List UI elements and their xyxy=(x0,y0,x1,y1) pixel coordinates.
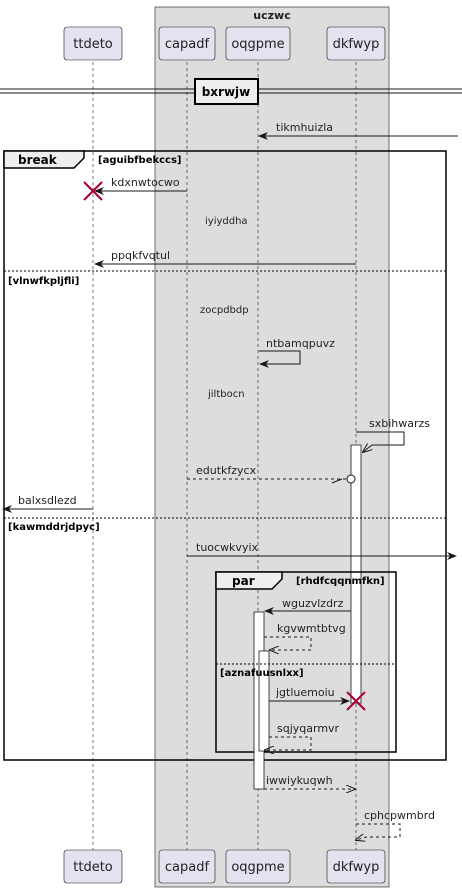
participant-ttdeto-bottom[interactable]: ttdeto xyxy=(63,849,123,884)
message-label: cphcpwmbrd xyxy=(364,809,435,822)
activation-bar xyxy=(350,444,362,704)
destroy-icon xyxy=(346,691,366,711)
message-label: wguzvlzdrz xyxy=(282,597,344,610)
divider-label: bxrwjw xyxy=(202,85,251,99)
participant-capadf-top[interactable]: capadf xyxy=(158,26,216,61)
participant-ttdeto-top[interactable]: ttdeto xyxy=(63,26,123,61)
box-title: uczwc xyxy=(253,9,290,22)
participant-dkfwyp-top[interactable]: dkfwyp xyxy=(326,26,386,61)
fragment-condition: [aguibfbekccs] xyxy=(98,155,182,166)
message-label: sqjyqarmvr xyxy=(277,722,340,735)
delay-label: jiltbocn xyxy=(207,389,245,400)
activation-bar xyxy=(258,650,270,752)
fragment-condition: [vlnwfkpljfli] xyxy=(8,276,79,287)
fragment-condition: [rhdfcqqnmfkn] xyxy=(296,576,385,587)
participant-label: capadf xyxy=(165,37,210,52)
fragment-break xyxy=(3,150,447,761)
message-arrow xyxy=(259,350,301,368)
message-label: jgtluemoiu xyxy=(275,686,335,699)
destroy-icon xyxy=(83,181,103,201)
message-label: tikmhuizla xyxy=(276,121,333,134)
message-label: iwwiykuqwh xyxy=(266,774,333,787)
message-label: edutkfzycx xyxy=(196,464,257,477)
message-label: tuocwkvyix xyxy=(196,541,259,554)
fragment-condition: [aznafuusnlxx] xyxy=(220,668,304,679)
message-arrow xyxy=(264,636,312,650)
message-label: ppqkfvqtul xyxy=(111,249,170,262)
message-arrow xyxy=(356,823,401,840)
participant-label: dkfwyp xyxy=(333,860,380,875)
message-label: kdxnwtocwo xyxy=(111,176,180,189)
delay-label: zocpdbdp xyxy=(200,305,249,316)
participant-oqgpme-bottom[interactable]: oqgpme xyxy=(225,849,291,884)
message-label: kgvwmtbtvg xyxy=(277,622,346,635)
participant-label: dkfwyp xyxy=(333,37,380,52)
fragment-par-tab xyxy=(215,571,283,590)
fragment-condition: [kawmddrjdpyc] xyxy=(8,522,100,533)
message-arrow xyxy=(265,736,312,750)
participant-box-group xyxy=(154,6,390,888)
message-arrow xyxy=(356,431,405,452)
participant-label: oqgpme xyxy=(231,860,284,875)
participant-label: ttdeto xyxy=(73,37,113,52)
participant-label: oqgpme xyxy=(231,37,284,52)
participant-dkfwyp-bottom[interactable]: dkfwyp xyxy=(326,849,386,884)
participant-label: ttdeto xyxy=(73,860,113,875)
arrowhead xyxy=(331,478,343,484)
message-label: ntbamqpuvz xyxy=(266,337,335,350)
delay-label: iyiyddha xyxy=(205,216,248,227)
fragment-title: par xyxy=(232,574,255,588)
fragment-title: break xyxy=(18,153,58,167)
circle-endpoint-icon xyxy=(346,474,356,484)
participant-capadf-bottom[interactable]: capadf xyxy=(158,849,216,884)
message-label: sxbihwarzs xyxy=(369,417,430,430)
message-label: balxsdlezd xyxy=(18,494,77,507)
divider-box xyxy=(194,78,259,105)
participant-oqgpme-top[interactable]: oqgpme xyxy=(225,26,291,61)
participant-label: capadf xyxy=(165,860,210,875)
fragment-break-tab xyxy=(3,150,85,169)
fragment-par xyxy=(215,571,397,753)
